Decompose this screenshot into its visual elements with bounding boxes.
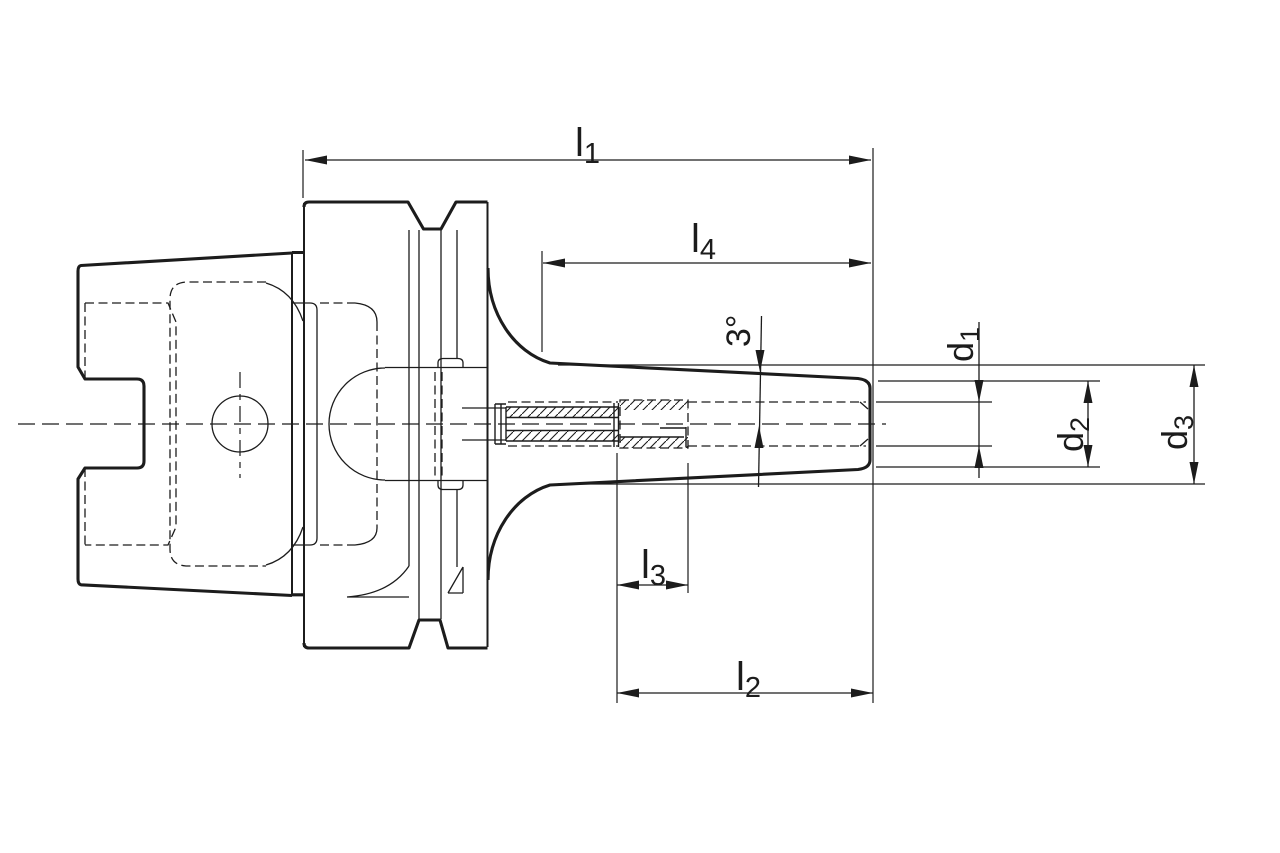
counterbore-hatch-bottom [620,437,688,448]
dim-label-l1: l1 [575,121,600,170]
groove-silhouette-lines [408,230,458,619]
ext-d3 [558,364,1205,485]
arrow-d1-top [974,380,984,402]
arrow-l1-right [849,155,871,165]
screw-hatch-top [506,407,618,418]
side-hole [211,395,269,453]
arrow-l2-left [617,688,639,698]
arrow-l1-left [305,155,327,165]
taper-body-outline [486,267,872,581]
arrow-angle-top [755,350,765,372]
arrow-l3-right [666,580,688,590]
face-edges [291,202,489,647]
arrow-angle-bottom [754,426,764,448]
ext-d1 [876,401,992,447]
bore-end-chamfer [859,401,869,447]
dimensions: l1 l4 l3 l2 3° d1 d2 d3 [302,121,1205,704]
cavity-end-arcs [265,282,304,566]
arrow-l2-right [851,688,873,698]
shank-cavity-hidden [169,281,266,567]
dim-label-l3: l3 [641,543,666,592]
arrow-l3-left [617,580,639,590]
arrow-d2-top [1083,381,1093,403]
extension-lines [302,148,1205,703]
arrow-l4-left [543,258,565,268]
internal-lines [211,230,869,619]
collar-step-bottom [437,480,464,491]
dim-angle [757,315,763,488]
flange-bore-lines [462,407,506,441]
drive-slot-wing [346,565,410,598]
flange-bore-corners [354,302,378,546]
dim-label-d1: d1 [940,327,985,362]
flange-bore-hidden [320,302,378,546]
shank-outline [76,251,293,598]
arrow-d3-top [1189,365,1199,387]
flange-inner-profile [292,302,318,546]
flange-flag-bottom [447,566,464,594]
arrow-d3-bottom [1189,462,1199,484]
adjusting-screw [494,400,688,448]
dim-label-l4: l4 [691,217,716,266]
collar-hidden-edges [434,372,443,476]
flange-bottom-edge [302,618,488,650]
clamp-cylinder-lines [385,366,488,482]
coolant-tube [620,427,687,447]
outer-contour [76,200,872,650]
screw-nose [494,403,506,445]
screw-faces [505,403,620,447]
arrowheads [305,155,1199,698]
shank-bore-hidden [85,302,177,546]
centerlines [18,372,886,478]
counterbore-hatch-top [620,400,688,410]
dimension-lines [305,159,1195,694]
screw-hatch-bottom [506,430,618,441]
collar-step-top [437,357,464,368]
dim-label-d2: d2 [1050,417,1095,452]
clamp-ball-arc [328,367,386,481]
ext-d2 [876,380,1100,468]
arrow-d2-bottom [1083,445,1093,467]
flange-top-edge [302,200,488,231]
clamp-bore-hidden [688,401,866,447]
arrow-d1-bottom [974,446,984,468]
screw-body-lines [506,406,618,442]
flange-ledges [292,250,304,597]
dim-label-angle: 3° [720,314,758,347]
thread-bore-hidden [508,401,618,447]
arrow-l4-right [849,258,871,268]
dim-label-d3: d3 [1154,415,1199,450]
dim-label-l2: l2 [736,655,761,704]
